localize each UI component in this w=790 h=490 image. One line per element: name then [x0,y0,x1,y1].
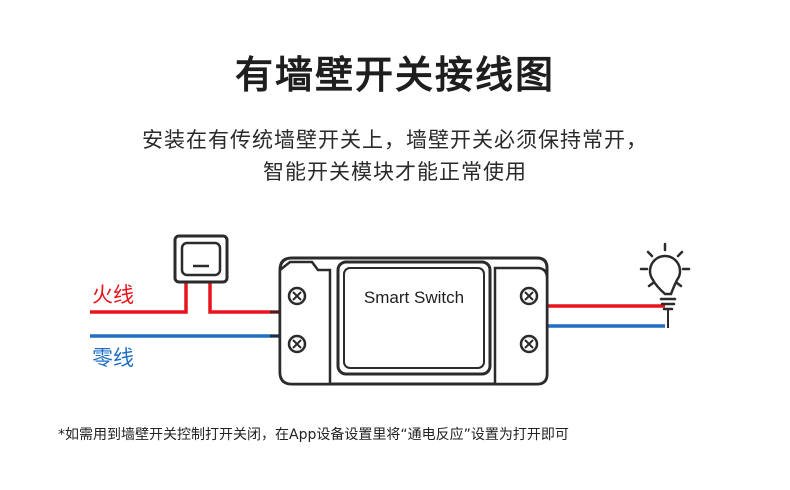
screw-terminal-icon [519,334,539,354]
wall-switch-icon [173,234,229,284]
screw-terminal-icon [287,286,307,306]
live-wire-switched-segment [208,276,282,314]
module-label-panel [336,260,492,376]
neutral-wire [90,324,665,338]
footnote: *如需用到墙壁开关控制打开关闭，在App设备设置里将“通电反应”设置为打开即可 [58,427,569,443]
neutral-wire-label: 零线 [92,346,134,370]
right-terminal-block [493,266,549,386]
live-wire-label: 火线 [92,283,134,307]
subtitle-line-2: 智能开关模块才能正常使用 [263,160,527,184]
live-wire-input-segment [90,276,188,314]
screw-terminal-icon [519,286,539,306]
light-bulb-icon [639,242,691,311]
screw-terminal-icon [287,334,307,354]
module-label: Smart Switch [364,288,464,307]
subtitle-line-1: 安装在有传统墙壁开关上，墙壁开关必须保持常开， [142,128,648,152]
smart-switch-module [278,256,549,386]
page-title: 有墙壁开关接线图 [234,53,555,97]
live-wire [90,276,665,314]
left-terminal-block [278,260,332,386]
